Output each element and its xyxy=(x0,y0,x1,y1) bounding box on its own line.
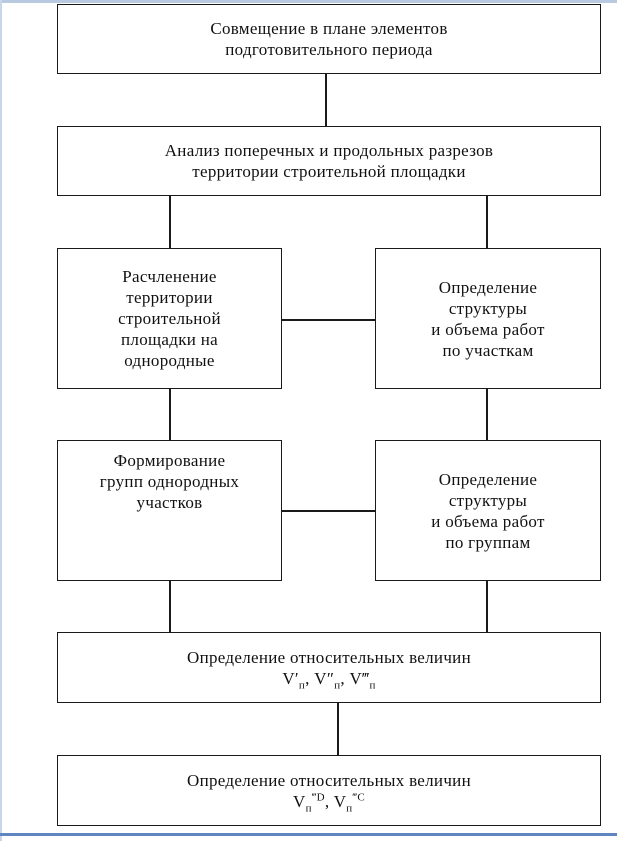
formula-prime-3: ‴ xyxy=(362,668,370,688)
box-structure-by-groups-line-4: по группам xyxy=(445,532,531,552)
box-site-division-line-4: площадки на xyxy=(121,330,218,349)
box-relative-values-2: Определение относительных величин Vп‴D, … xyxy=(57,755,601,826)
formula2-base-2: V xyxy=(333,791,347,811)
formula-base-1: V xyxy=(282,668,295,688)
connector-4-6 xyxy=(486,388,488,441)
box-structure-by-sections: Определение структуры и объема работ по … xyxy=(375,248,601,389)
page-left-border xyxy=(0,0,2,841)
formula-sub-2: п xyxy=(334,678,341,691)
box-structure-by-sections-line-3: и объема работ xyxy=(431,319,545,339)
box-site-division-line-2: территории xyxy=(126,288,213,307)
formula-sep-2: , xyxy=(340,668,345,688)
connector-5-7 xyxy=(169,580,171,633)
box-site-division-line-5: однородные xyxy=(124,351,215,370)
page-bottom-border xyxy=(0,833,617,836)
box-form-groups-line-2: групп однородных xyxy=(99,472,240,491)
box-site-division-line-3: строительной xyxy=(118,309,221,328)
formula2-sub-1: п xyxy=(305,801,312,814)
connector-7-8 xyxy=(337,702,339,756)
connector-3-4 xyxy=(281,319,376,321)
formula-v-primes: V′п, V″п, V‴п xyxy=(282,668,376,691)
formula2-sup-2: ‴C xyxy=(352,790,365,803)
box-form-groups-line-3: участков xyxy=(136,493,203,512)
box-structure-by-groups: Определение структуры и объема работ по … xyxy=(375,440,601,581)
box-combine-elements: Совмещение в плане элементов подготовите… xyxy=(57,4,601,74)
box-site-division-line-1: Расчленение xyxy=(122,267,217,286)
page-top-border xyxy=(0,0,617,3)
box-structure-by-groups-line-1: Определение xyxy=(438,469,538,489)
connector-1-2 xyxy=(325,73,327,127)
box-form-groups-line-1: Формирование xyxy=(113,451,226,470)
connector-3-5 xyxy=(169,388,171,441)
box-combine-elements-line-1: Совмещение в плане элементов xyxy=(210,19,448,38)
box-structure-by-sections-line-4: по участкам xyxy=(442,340,534,360)
connector-5-6 xyxy=(281,510,376,512)
formula2-sep: , xyxy=(324,791,330,811)
connector-2-3 xyxy=(169,195,171,249)
formula-prime-2: ″ xyxy=(326,668,335,688)
box-structure-by-groups-line-2: структуры xyxy=(448,490,528,510)
box-form-groups: Формирование групп однородных участков xyxy=(57,440,282,581)
box-section-analysis-line-1: Анализ поперечных и продольных разрезов xyxy=(164,141,494,160)
formula2-base-1: V xyxy=(292,791,306,811)
box-section-analysis-line-2: территории строительной площадки xyxy=(192,162,466,181)
formula-prime-1: ′ xyxy=(294,668,299,688)
box-section-analysis: Анализ поперечных и продольных разрезов … xyxy=(57,126,601,196)
box-relative-values-2-title: Определение относительных величин xyxy=(187,770,471,790)
box-structure-by-groups-line-3: и объема работ xyxy=(431,511,545,531)
box-combine-elements-line-2: подготовительного периода xyxy=(225,40,433,59)
formula2-sub-2: п xyxy=(346,801,353,814)
box-relative-values-1: Определение относительных величин V′п, V… xyxy=(57,632,601,703)
box-relative-values-1-title: Определение относительных величин xyxy=(187,647,471,667)
formula-base-3: V xyxy=(349,668,363,688)
connector-2-4 xyxy=(486,195,488,249)
box-structure-by-sections-line-2: структуры xyxy=(448,298,528,318)
connector-6-7 xyxy=(486,580,488,633)
box-structure-by-sections-line-1: Определение xyxy=(438,277,538,297)
formula-sep-1: , xyxy=(305,668,310,688)
formula-base-2: V xyxy=(314,668,327,688)
formula-sub-3: п xyxy=(369,678,376,691)
formula-v-dc: Vп‴D, Vп‴C xyxy=(292,790,365,814)
formula-sub-1: п xyxy=(298,678,306,691)
box-site-division: Расчленение территории строительной площ… xyxy=(57,248,282,389)
formula2-sup-1: ‴D xyxy=(311,790,325,803)
